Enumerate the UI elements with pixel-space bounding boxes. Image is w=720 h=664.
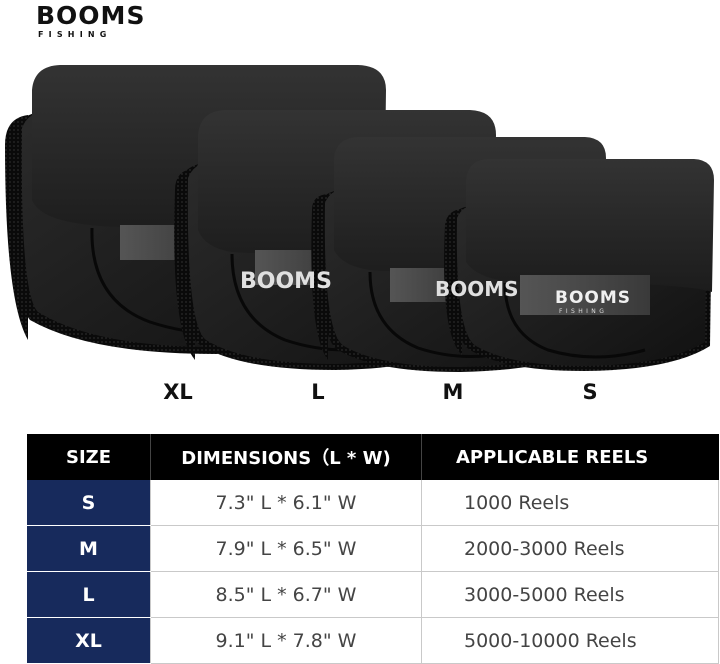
row-size: S <box>27 480 151 526</box>
size-label-m: M <box>442 380 464 404</box>
row-size: L <box>27 571 151 618</box>
size-label-s: S <box>582 380 598 404</box>
table-row: S 7.3" L * 6.1" W 1000 Reels <box>27 480 719 526</box>
tag-logo-s: BOOMS <box>555 288 631 308</box>
header-dimensions: DIMENSIONS（L * W) <box>150 434 422 480</box>
table-row: XL 9.1" L * 7.8" W 5000-10000 Reels <box>27 617 719 664</box>
size-label-l: L <box>311 380 325 404</box>
table-row: M 7.9" L * 6.5" W 2000-3000 Reels <box>27 525 719 572</box>
row-dimensions: 7.3" L * 6.1" W <box>150 480 422 526</box>
header-size: SIZE <box>27 434 151 480</box>
brand-subtitle: FISHING <box>38 30 112 39</box>
row-dimensions: 7.9" L * 6.5" W <box>150 525 422 572</box>
row-dimensions: 9.1" L * 7.8" W <box>150 617 422 664</box>
row-size: M <box>27 525 151 572</box>
size-chart-table: SIZE DIMENSIONS（L * W) APPLICABLE REELS … <box>27 434 719 664</box>
tag-logo-l: BOOMS <box>240 269 332 294</box>
brand-logo: BOOMS FISHING <box>36 2 146 40</box>
table-row: L 8.5" L * 6.7" W 3000-5000 Reels <box>27 571 719 618</box>
tag-logo-s-sub: FISHING <box>559 308 607 315</box>
row-reels: 2000-3000 Reels <box>421 525 719 572</box>
row-reels: 5000-10000 Reels <box>421 617 719 664</box>
tag-logo-m: BOOMS <box>435 277 519 301</box>
header-applicable-reels: APPLICABLE REELS <box>421 434 719 480</box>
size-label-xl: XL <box>163 380 193 404</box>
row-reels: 3000-5000 Reels <box>421 571 719 618</box>
row-reels: 1000 Reels <box>421 480 719 526</box>
row-dimensions: 8.5" L * 6.7" W <box>150 571 422 618</box>
row-size: XL <box>27 617 151 664</box>
reel-cover-s <box>444 159 714 371</box>
table-header-row: SIZE DIMENSIONS（L * W) APPLICABLE REELS <box>27 434 719 480</box>
brand-name: BOOMS <box>36 1 146 30</box>
reel-covers-illustration: BOOMS BOOMS BOOMS FISHING <box>5 65 714 372</box>
